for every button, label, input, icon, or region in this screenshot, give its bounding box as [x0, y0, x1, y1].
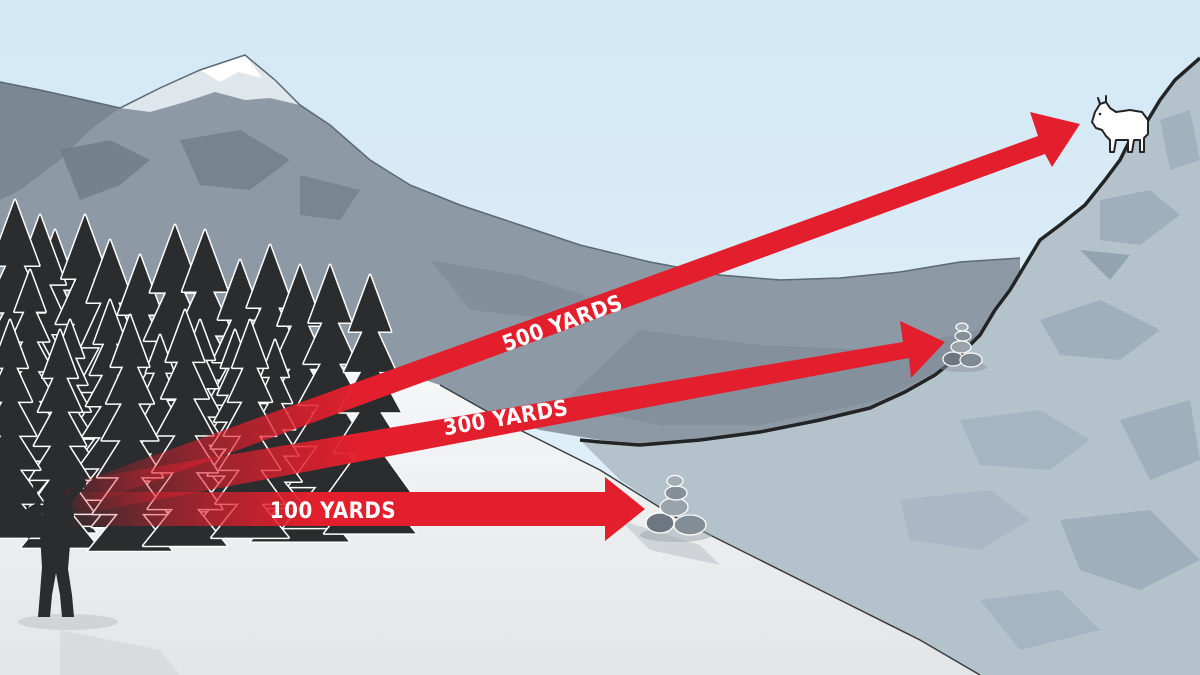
rock-cairn-icon [640, 474, 712, 542]
range-arrow-100 [60, 477, 645, 541]
range-arrow-300 [60, 321, 945, 517]
mountain-goat-icon [1091, 95, 1149, 153]
rock-cairn-icon [939, 322, 987, 372]
rock-cliff [579, 56, 1200, 675]
range-label-100: 100 YARDS [270, 499, 396, 524]
pine-tree-icon [0, 318, 50, 540]
range-arrow-500 [58, 112, 1080, 514]
hunter-silhouette-icon [18, 476, 118, 630]
binoculars-icon [66, 479, 86, 488]
